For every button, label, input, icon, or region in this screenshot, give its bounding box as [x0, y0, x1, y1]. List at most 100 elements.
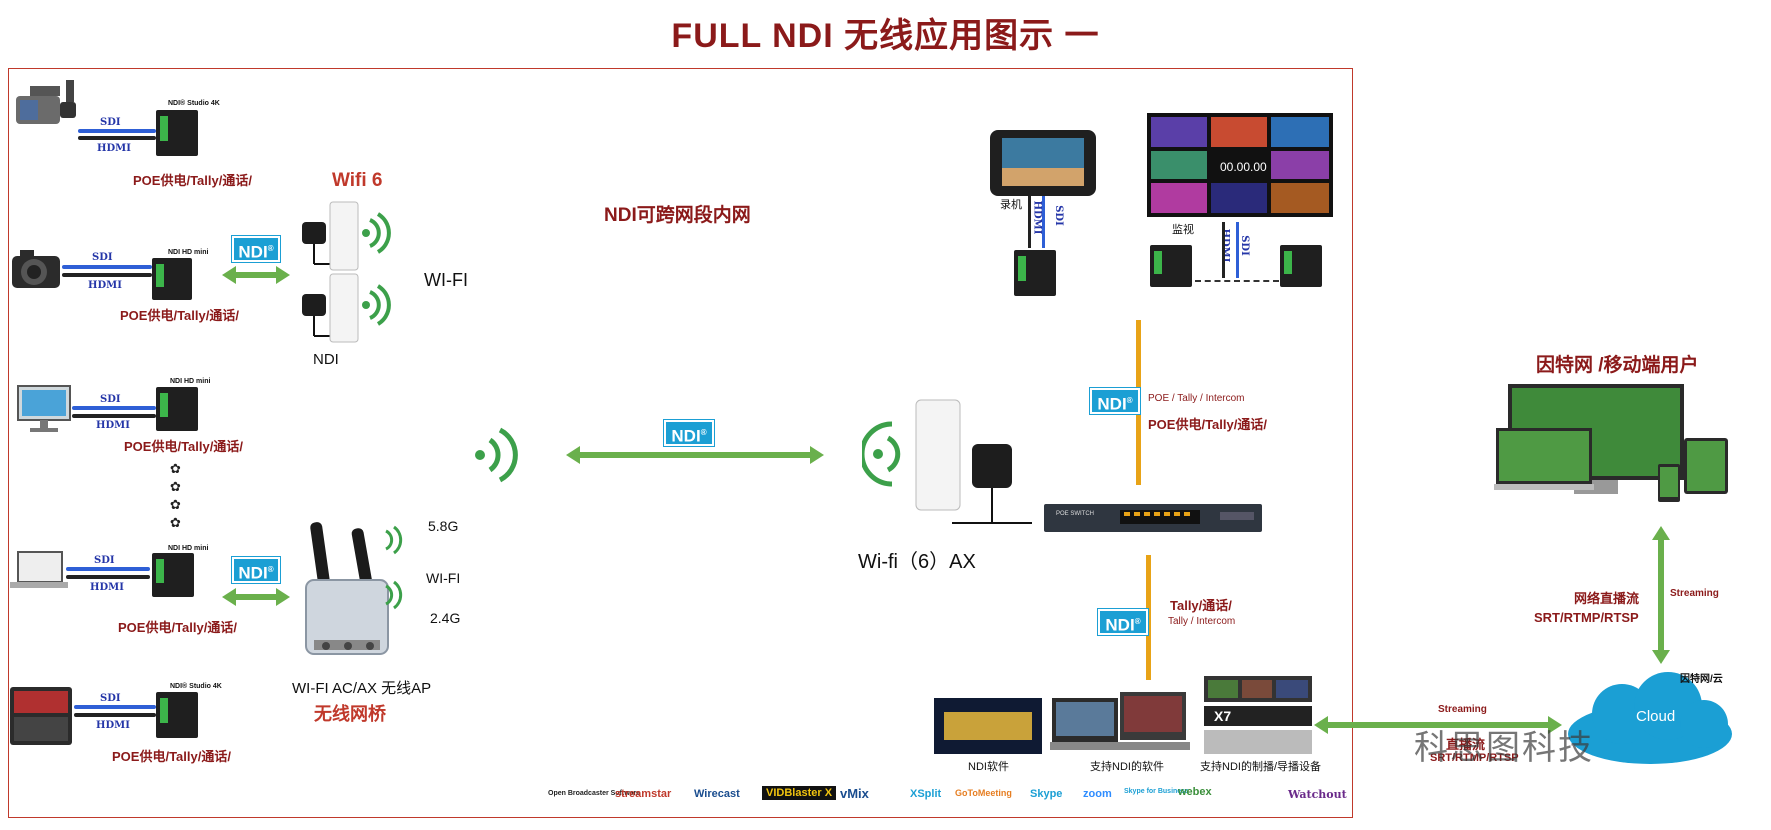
diagram-frame — [8, 68, 1353, 818]
recorder-ndi-converter — [1014, 250, 1056, 296]
ndi-text: NDI — [1105, 615, 1135, 635]
multiview-monitor-icon — [1147, 113, 1333, 217]
hdmi-label-3: HDMI — [96, 420, 130, 431]
multiview-timer: 00.00.00 — [1220, 160, 1267, 174]
ndi-sup: ® — [267, 244, 274, 253]
recorder-label: 录机 — [1000, 199, 1022, 211]
streaming-arrow-vertical — [1652, 526, 1670, 664]
hdmi-cable-1 — [78, 136, 156, 140]
poe-cn-label: POE供电/Tally/通话/ — [1148, 417, 1267, 432]
tally-cn-label: Tally/通话/ — [1170, 598, 1232, 613]
ndi-converter-4 — [152, 553, 194, 597]
vmix-laptop-icon — [1050, 690, 1190, 754]
ndi-text: NDI — [1097, 394, 1127, 414]
device-label-2: NDI HD mini — [168, 249, 209, 256]
desktop-monitor-icon — [16, 384, 72, 434]
wireless-bridge-icon — [300, 520, 400, 665]
hdmi-cable-3 — [72, 414, 156, 418]
monitor-cable-hdmi — [1222, 222, 1225, 278]
wifi-ax-label: Wi-fi（6）AX — [858, 551, 976, 573]
poe-label-3: POE供电/Tally/通话/ — [124, 439, 243, 454]
double-arrow-1 — [222, 266, 290, 284]
logo-gotomeeting: GoToMeeting — [955, 788, 1012, 798]
streaming-label-horizontal: Streaming — [1438, 704, 1487, 715]
ethernet-cable-bottom — [1146, 555, 1151, 680]
protocols-label: SRT/RTMP/RTSP — [1534, 610, 1639, 625]
ndi-badge-switch-bottom: NDI® — [1097, 608, 1149, 636]
logo-webex: webex — [1178, 786, 1212, 798]
poe-label-5: POE供电/Tally/通话/ — [112, 749, 231, 764]
x7-label: X7 — [1214, 708, 1232, 724]
live-stream-label: 网络直播流 — [1574, 591, 1640, 606]
support-software-label: 支持NDI的软件 — [1090, 761, 1164, 773]
cloud-icon — [1560, 668, 1740, 768]
sdi-cable-1 — [78, 129, 156, 133]
poe-label-4: POE供电/Tally/通话/ — [118, 620, 237, 635]
recorder-hdmi-label: HDMI — [1031, 200, 1043, 235]
ndi-software-label: NDI软件 — [968, 761, 1009, 773]
ap-label: WI-FI AC/AX 无线AP — [292, 680, 432, 697]
ndi-text: NDI — [671, 426, 701, 446]
tally-en-label: Tally / Intercom — [1168, 616, 1236, 627]
ndi-word-label: NDI — [313, 351, 339, 368]
sdi-cable-5 — [74, 705, 156, 709]
camcorder-icon — [10, 78, 80, 138]
logo-vidblaster: VIDBlaster X — [762, 786, 837, 800]
cloud-label: Cloud — [1636, 708, 1676, 725]
double-arrow-2 — [222, 588, 290, 606]
ndi-sup: ® — [267, 565, 274, 574]
wifi6-title: Wifi 6 — [332, 170, 383, 191]
cross-subnet-label: NDI可跨网段内网 — [604, 205, 751, 226]
live-cut-label: 直播流 — [1446, 737, 1486, 752]
monitor-ndi-converter-2 — [1280, 245, 1322, 287]
live-cut-protocols: SRT/RTMP/RTSP — [1430, 752, 1519, 764]
monitor-label: 监视 — [1172, 224, 1194, 236]
band-wifi-label: WI-FI — [426, 570, 461, 586]
production-switcher-icon — [8, 685, 74, 747]
ndi-software-screen-icon — [934, 698, 1042, 754]
hdmi-cable-5 — [74, 713, 156, 717]
poe-label-2: POE供电/Tally/通话/ — [120, 308, 239, 323]
monitor-ndi-converter-1 — [1150, 245, 1192, 287]
ndi-converter-5 — [156, 692, 198, 738]
streaming-label-vertical: Streaming — [1670, 588, 1719, 599]
more-sources-icon: ✿✿✿✿ — [170, 461, 181, 530]
recorder-device-icon — [988, 128, 1098, 198]
sdi-label-5: SDI — [100, 693, 121, 704]
wifi6-access-point-1 — [300, 200, 410, 275]
hdmi-label-5: HDMI — [96, 720, 130, 731]
ndi-sup: ® — [1126, 396, 1133, 405]
streaming-arrow-horizontal — [1314, 716, 1562, 734]
ndi-badge-center: NDI® — [663, 419, 715, 447]
support-device-label: 支持NDI的制播/导播设备 — [1200, 761, 1321, 773]
sdi-label-1: SDI — [100, 117, 121, 128]
converter-link — [1195, 280, 1279, 282]
recorder-sdi-label: SDI — [1052, 205, 1064, 226]
logo-vmix: vMix — [840, 786, 869, 801]
bridge-label: 无线网桥 — [314, 704, 386, 724]
ndi-converter-1 — [156, 110, 198, 156]
sdi-label-2: SDI — [92, 252, 113, 263]
logo-xsplit: XSplit — [910, 788, 942, 800]
band-58-label: 5.8G — [428, 518, 459, 534]
hdmi-cable-2 — [62, 273, 152, 277]
wifi-label: WI-FI — [424, 270, 468, 290]
ndi-sup: ® — [1134, 617, 1141, 626]
wifi6-access-point-2 — [300, 272, 410, 347]
watermark-text: 科思图科技 — [1414, 729, 1594, 767]
logo-skype-business: Skype for Business — [1124, 788, 1189, 795]
internet-users-title: 因特网 /移动端用户 — [1536, 355, 1699, 376]
poe-switch-icon — [1044, 500, 1262, 534]
logo-zoom: zoom — [1083, 788, 1112, 800]
ndi-badge-2: NDI® — [231, 556, 281, 584]
logo-wirecast: Wirecast — [694, 788, 740, 800]
internet-cloud-label: 因特网/云 — [1680, 674, 1723, 685]
logo-streamstar: streamstar — [615, 788, 672, 800]
logo-watchout: Watchout — [1288, 788, 1347, 801]
wifi-signal-icon-24 — [380, 580, 410, 610]
monitor-cable-sdi — [1236, 222, 1239, 278]
device-label-5: NDI® Studio 4K — [170, 683, 222, 690]
poe-label-1: POE供电/Tally/通话/ — [133, 173, 252, 188]
logo-obs: Open Broadcaster Software — [548, 790, 641, 797]
monitor-sdi-label: SDI — [1238, 235, 1250, 256]
